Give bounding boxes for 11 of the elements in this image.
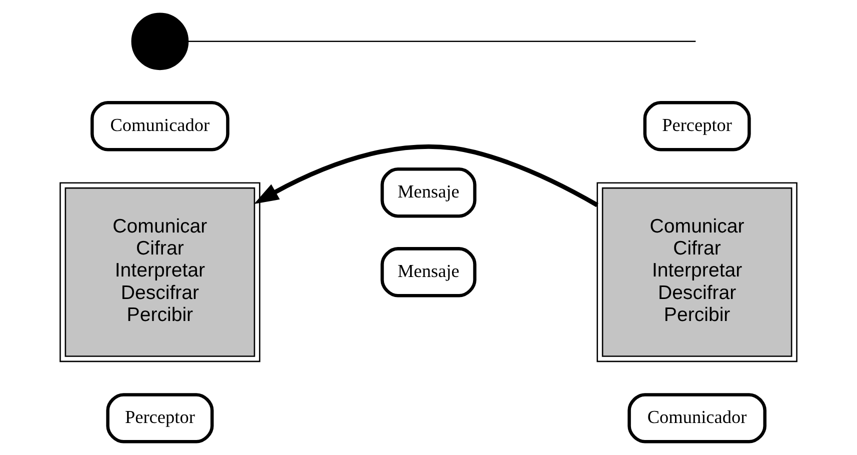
node-box: Perceptor xyxy=(643,101,751,152)
node-box: Mensaje xyxy=(380,247,476,298)
arrow xyxy=(254,144,598,208)
connector xyxy=(188,40,696,42)
node-box: Perceptor xyxy=(106,393,214,444)
node-box: Comunicar Cifrar Interpretar Descifrar Percibir xyxy=(60,182,260,362)
node-box: Comunicador xyxy=(90,101,230,152)
node-box: Comunicador xyxy=(628,393,766,444)
node-box: Comunicar Cifrar Interpretar Descifrar Percibir xyxy=(596,182,798,362)
node-box: Mensaje xyxy=(380,168,476,218)
node-circle xyxy=(131,12,189,70)
